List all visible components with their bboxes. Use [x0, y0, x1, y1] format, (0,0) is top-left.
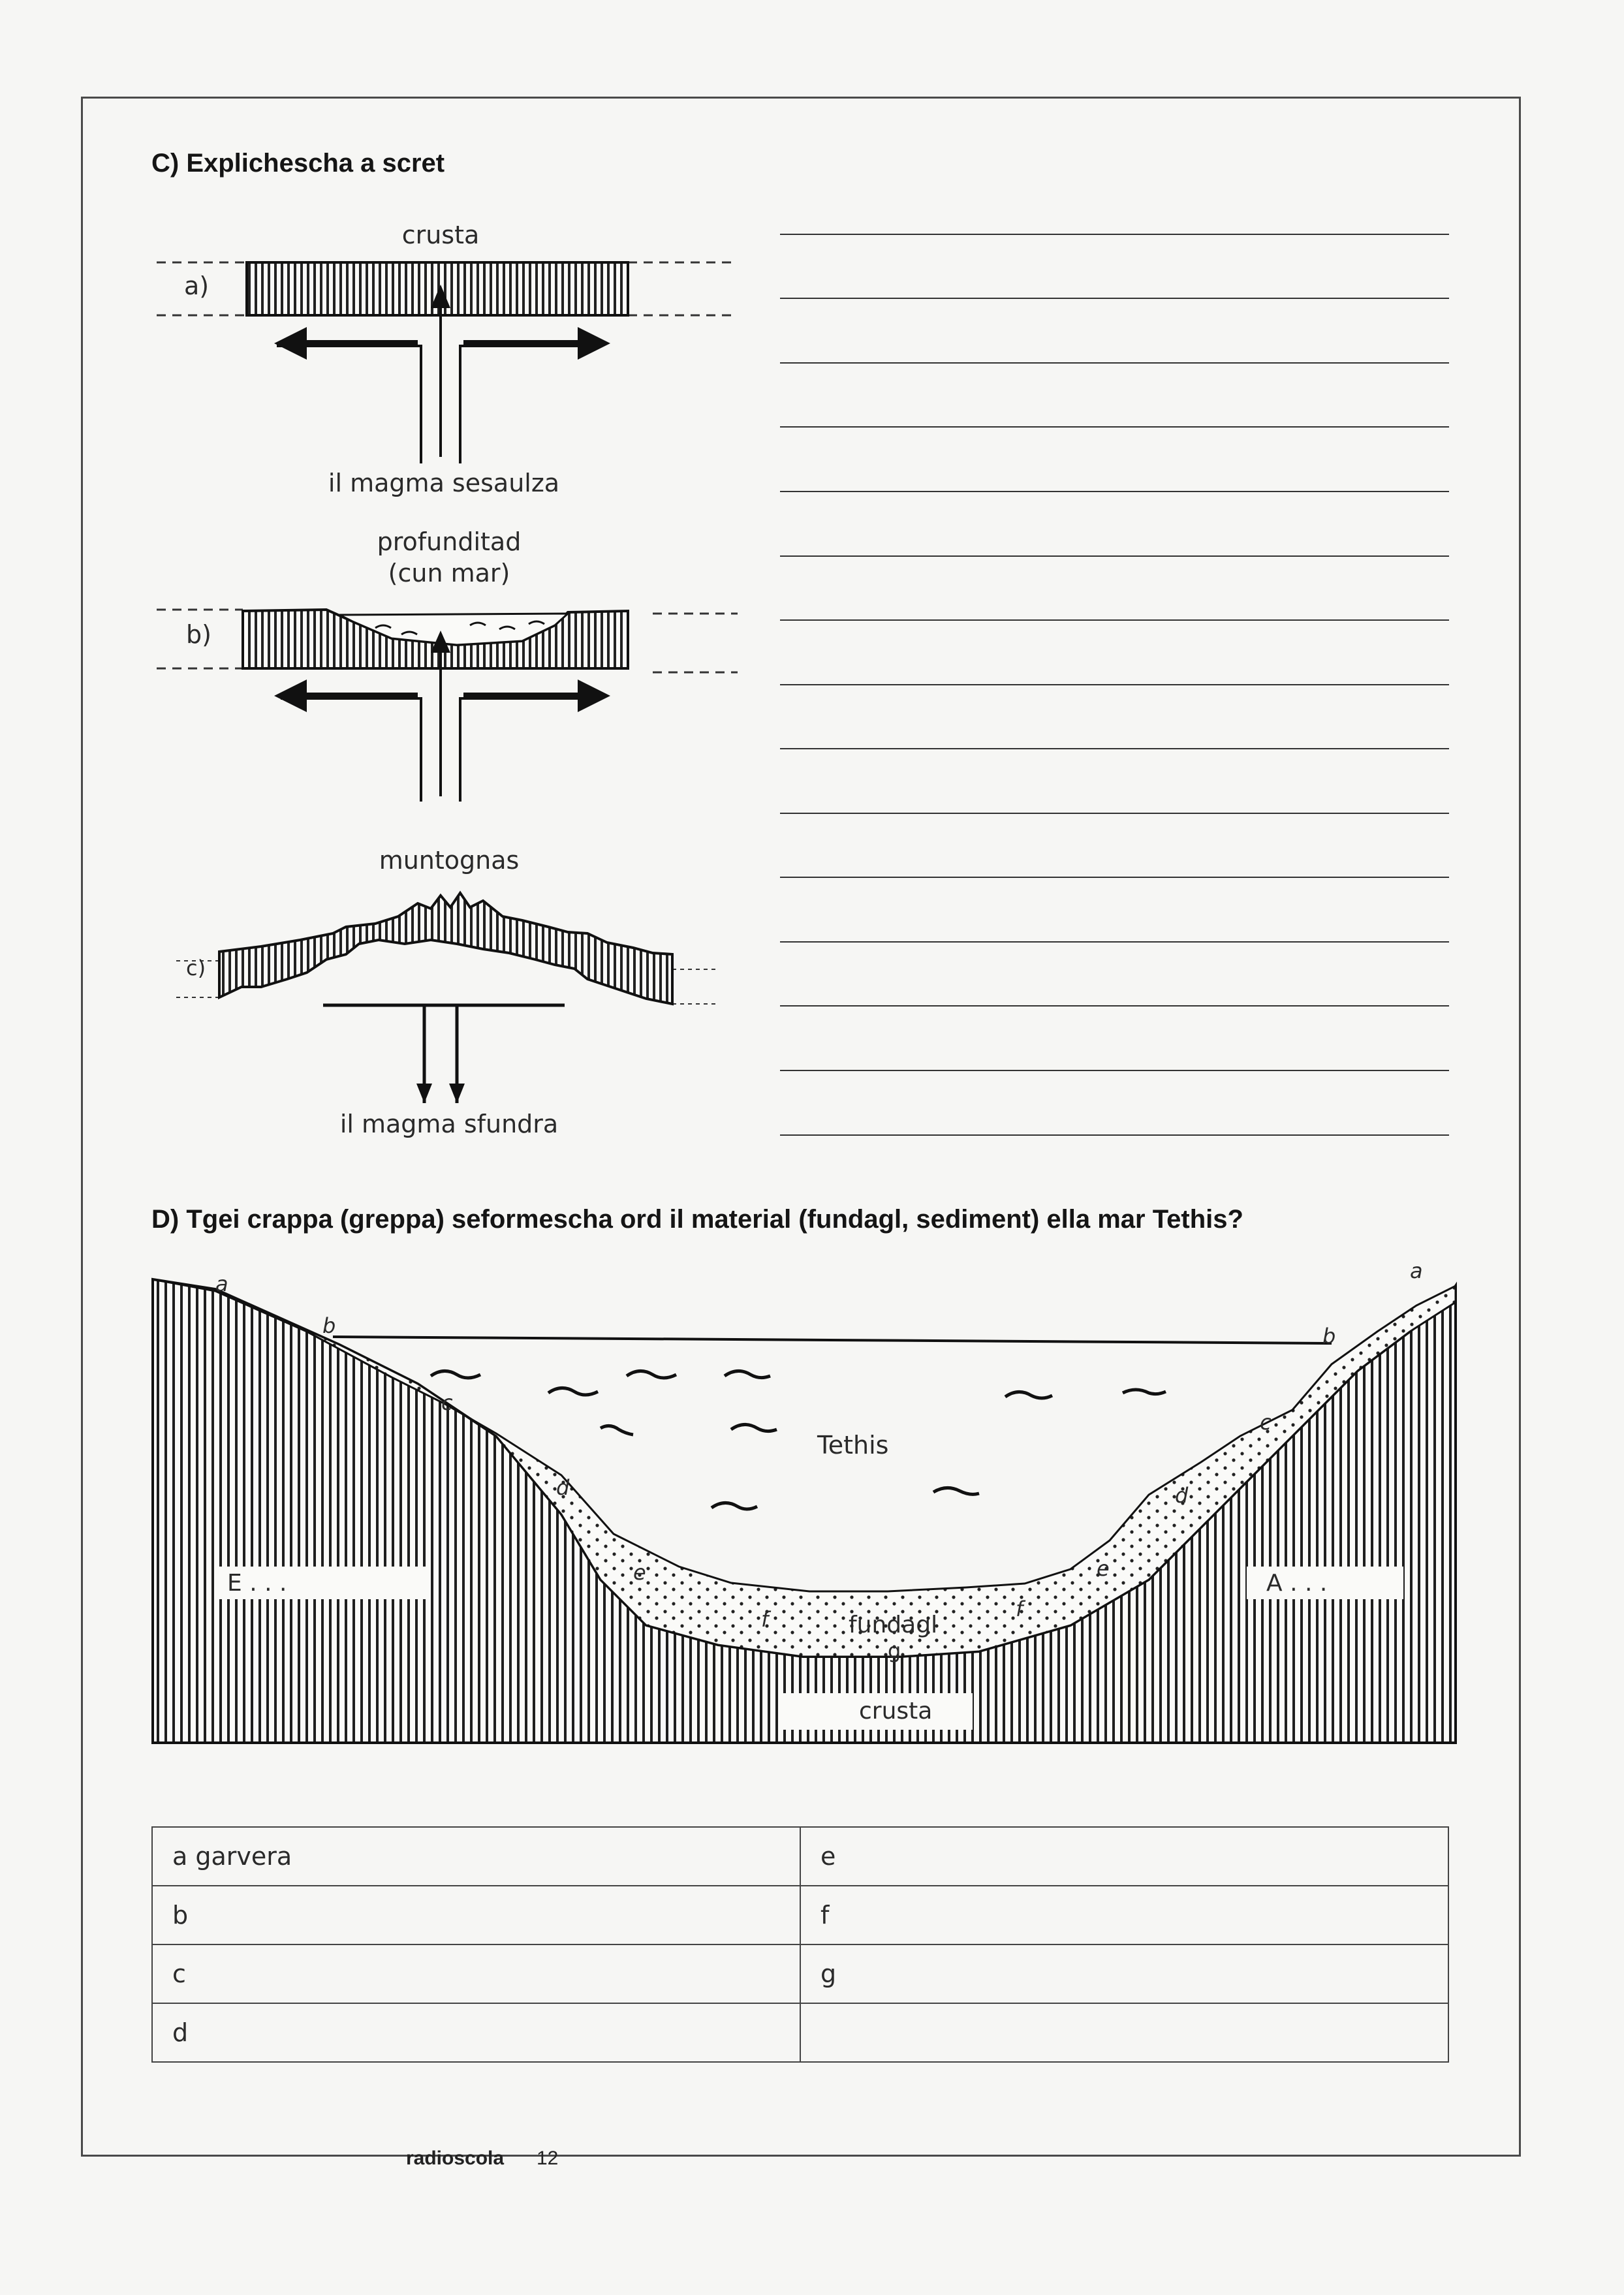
label-letter-a: a)	[184, 272, 209, 302]
writing-line[interactable]	[780, 491, 1449, 492]
writing-line[interactable]	[780, 684, 1449, 685]
table-row: b f	[152, 1886, 1448, 1944]
label-crusta-a: crusta	[402, 221, 480, 251]
layer-letter-b-right: b	[1322, 1324, 1335, 1349]
layer-letter-c-left: c	[441, 1390, 453, 1415]
writing-line[interactable]	[780, 426, 1449, 428]
writing-line[interactable]	[780, 234, 1449, 235]
page-number: 12	[537, 2147, 558, 2170]
diagram-b	[157, 610, 738, 802]
table-row: a garvera e	[152, 1827, 1448, 1886]
answer-table: a garvera e b f c g d	[151, 1826, 1449, 2063]
table-cell[interactable]: c	[152, 1944, 800, 2003]
section-d-heading: D) Tgei crappa (greppa) seformescha ord …	[151, 1205, 1243, 1234]
writing-line[interactable]	[780, 813, 1449, 814]
label-letter-b: b)	[186, 620, 211, 650]
layer-letter-e-left: e	[633, 1560, 646, 1585]
writing-line[interactable]	[780, 1005, 1449, 1007]
layer-letter-b-left: b	[322, 1313, 336, 1338]
label-e-left: E . . .	[227, 1569, 287, 1597]
writing-line[interactable]	[780, 1070, 1449, 1071]
writing-line[interactable]	[780, 619, 1449, 621]
writing-line[interactable]	[780, 941, 1449, 943]
label-cun-mar: (cun mar)	[388, 559, 510, 589]
table-row: c g	[152, 1944, 1448, 2003]
label-profunditad: profunditad	[377, 527, 522, 557]
table-cell[interactable]: b	[152, 1886, 800, 1944]
footer-brand: radioscola	[406, 2147, 504, 2170]
layer-letter-e-right: e	[1097, 1556, 1110, 1581]
label-magma-rises: il magma sesaulza	[328, 469, 559, 499]
layer-letter-f-left: f	[761, 1607, 768, 1632]
layer-letter-d-left: d	[556, 1475, 569, 1500]
diagram-c	[176, 893, 718, 1103]
layer-letter-f-right: f	[1016, 1597, 1023, 1621]
label-letter-c: c)	[186, 956, 206, 980]
table-cell[interactable]: g	[800, 1944, 1448, 2003]
label-muntognas: muntognas	[379, 846, 520, 876]
label-fundagl: fundagl	[849, 1611, 937, 1639]
layer-letter-d-right: d	[1175, 1483, 1188, 1508]
writing-line[interactable]	[780, 748, 1449, 749]
table-cell[interactable]: e	[800, 1827, 1448, 1886]
label-crusta-d: crusta	[859, 1697, 932, 1725]
writing-line[interactable]	[780, 298, 1449, 299]
table-cell[interactable]: d	[152, 2003, 800, 2062]
writing-line[interactable]	[780, 362, 1449, 364]
layer-letter-a-right: a	[1410, 1258, 1423, 1283]
layer-letter-c-right: c	[1260, 1410, 1272, 1435]
layer-letter-a-left: a	[215, 1272, 228, 1296]
writing-line[interactable]	[780, 1134, 1449, 1136]
label-tethis: Tethis	[817, 1431, 888, 1461]
table-cell[interactable]: a garvera	[152, 1827, 800, 1886]
label-magma-sinks: il magma sfundra	[340, 1110, 558, 1140]
table-cell[interactable]: f	[800, 1886, 1448, 1944]
table-row: d	[152, 2003, 1448, 2062]
writing-line[interactable]	[780, 555, 1449, 557]
writing-line[interactable]	[780, 877, 1449, 878]
layer-letter-g: g	[888, 1638, 901, 1663]
label-a-right: A . . .	[1266, 1569, 1327, 1597]
table-cell[interactable]	[800, 2003, 1448, 2062]
diagram-a	[157, 262, 738, 463]
tethis-cross-section	[153, 1279, 1456, 1743]
